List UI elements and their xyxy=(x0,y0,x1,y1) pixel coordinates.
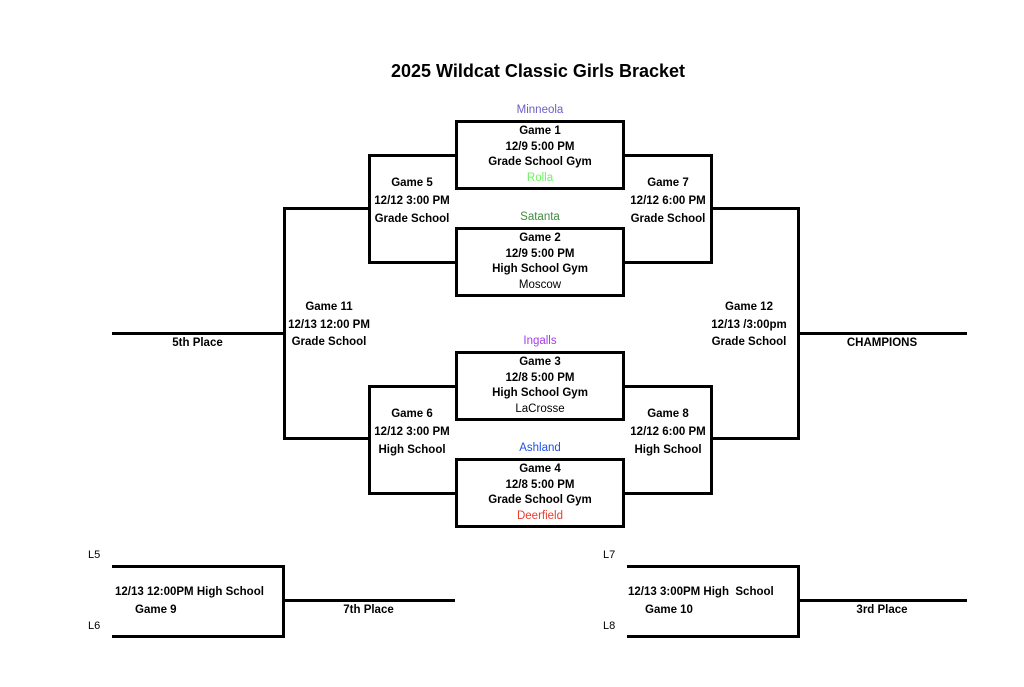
game10-feeder-bottom-label: L8 xyxy=(603,620,616,632)
game9-out-line xyxy=(282,599,455,602)
game6-label: Game 6 xyxy=(391,408,433,420)
champions-line xyxy=(797,332,967,335)
champions-label: CHAMPIONS xyxy=(846,337,918,349)
game5-venue: Grade School xyxy=(374,213,450,225)
game9-label: Game 9 xyxy=(135,604,177,616)
game1-box: Game 1 12/9 5:00 PM Grade School Gym Rol… xyxy=(455,120,625,190)
game8-block: Game 8 12/12 6:00 PM High School xyxy=(624,405,712,459)
game1-bottom-team: Rolla xyxy=(526,171,554,184)
game5-datetime: 12/12 3:00 PM xyxy=(374,195,450,207)
game10-top-line xyxy=(627,565,800,568)
game10-info: 12/13 3:00PM High School xyxy=(628,586,774,598)
game3-left-line xyxy=(368,385,458,388)
fifth-place-label: 5th Place xyxy=(172,337,223,349)
game9-info: 12/13 12:00PM High School xyxy=(115,586,264,598)
game10-out-line xyxy=(797,599,967,602)
game1-top-team: Minneola xyxy=(516,104,564,116)
game2-datetime: 12/9 5:00 PM xyxy=(505,247,575,260)
game4-box: Game 4 12/8 5:00 PM Grade School Gym Dee… xyxy=(455,458,625,528)
game5-out-line xyxy=(283,207,371,210)
game9-top-line xyxy=(112,565,285,568)
game9-bottom-line xyxy=(112,635,285,638)
game3-box: Game 3 12/8 5:00 PM High School Gym LaCr… xyxy=(455,351,625,421)
game11-venue: Grade School xyxy=(291,336,367,348)
game1-datetime: 12/9 5:00 PM xyxy=(505,140,575,153)
game2-venue: High School Gym xyxy=(492,263,588,276)
third-place-label: 3rd Place xyxy=(856,604,908,616)
game6-bracket-line xyxy=(368,385,371,495)
game7-block: Game 7 12/12 6:00 PM Grade School xyxy=(624,174,712,228)
game2-left-line xyxy=(368,261,458,264)
game12-datetime: 12/13 /3:00pm xyxy=(711,318,787,331)
game12-block: Game 12 12/13 /3:00pm Grade School xyxy=(706,299,792,352)
game6-block: Game 6 12/12 3:00 PM High School xyxy=(368,405,456,459)
game8-venue: High School xyxy=(634,444,702,456)
game12-venue: Grade School xyxy=(711,336,787,348)
game1-label: Game 1 xyxy=(519,125,561,138)
game7-label: Game 7 xyxy=(647,177,689,189)
game2-label: Game 2 xyxy=(519,232,561,245)
game11-label: Game 11 xyxy=(305,301,353,313)
game8-label: Game 8 xyxy=(647,408,689,420)
game6-datetime: 12/12 3:00 PM xyxy=(374,426,450,438)
seventh-place-label: 7th Place xyxy=(343,604,394,616)
game12-spine-line xyxy=(797,207,800,440)
game5-block: Game 5 12/12 3:00 PM Grade School xyxy=(368,174,456,228)
game7-datetime: 12/12 6:00 PM xyxy=(630,195,706,207)
game4-datetime: 12/8 5:00 PM xyxy=(505,478,575,491)
game4-left-line xyxy=(368,492,458,495)
game12-label: Game 12 xyxy=(725,301,773,313)
game11-spine-line xyxy=(283,207,286,440)
game4-bottom-team: Deerfield xyxy=(516,509,564,522)
game1-right-line xyxy=(622,154,713,157)
game2-bottom-team: Moscow xyxy=(518,278,562,291)
game11-block: Game 11 12/13 12:00 PM Grade School xyxy=(286,299,372,352)
game3-bottom-team: LaCrosse xyxy=(515,402,565,415)
game4-label: Game 4 xyxy=(519,463,561,476)
game9-feeder-top-label: L5 xyxy=(88,549,101,561)
game8-bracket-line xyxy=(710,385,713,495)
game3-datetime: 12/8 5:00 PM xyxy=(505,371,575,384)
game10-label: Game 10 xyxy=(645,604,693,616)
game2-top-team: Satanta xyxy=(520,211,560,223)
game4-venue: Grade School Gym xyxy=(488,494,592,507)
game3-label: Game 3 xyxy=(519,356,561,369)
game6-out-line xyxy=(283,437,371,440)
game3-venue: High School Gym xyxy=(492,387,588,400)
game3-top-team: Ingalls xyxy=(523,335,557,347)
game9-feeder-bottom-label: L6 xyxy=(88,620,101,632)
game7-venue: Grade School xyxy=(630,213,706,225)
game8-out-line xyxy=(710,437,800,440)
game1-venue: Grade School Gym xyxy=(488,156,592,169)
game4-right-line xyxy=(622,492,713,495)
game7-out-line xyxy=(710,207,800,210)
game3-right-line xyxy=(622,385,713,388)
fifth-place-line xyxy=(112,332,283,335)
game8-datetime: 12/12 6:00 PM xyxy=(630,426,706,438)
game1-left-line xyxy=(368,154,458,157)
game5-label: Game 5 xyxy=(391,177,433,189)
game2-box: Game 2 12/9 5:00 PM High School Gym Mosc… xyxy=(455,227,625,297)
page-title: 2025 Wildcat Classic Girls Bracket xyxy=(391,61,685,81)
game2-right-line xyxy=(622,261,713,264)
game11-datetime: 12/13 12:00 PM xyxy=(288,318,370,331)
game10-bottom-line xyxy=(627,635,800,638)
game6-venue: High School xyxy=(378,444,446,456)
game10-feeder-top-label: L7 xyxy=(603,549,616,561)
game4-top-team: Ashland xyxy=(519,442,561,454)
